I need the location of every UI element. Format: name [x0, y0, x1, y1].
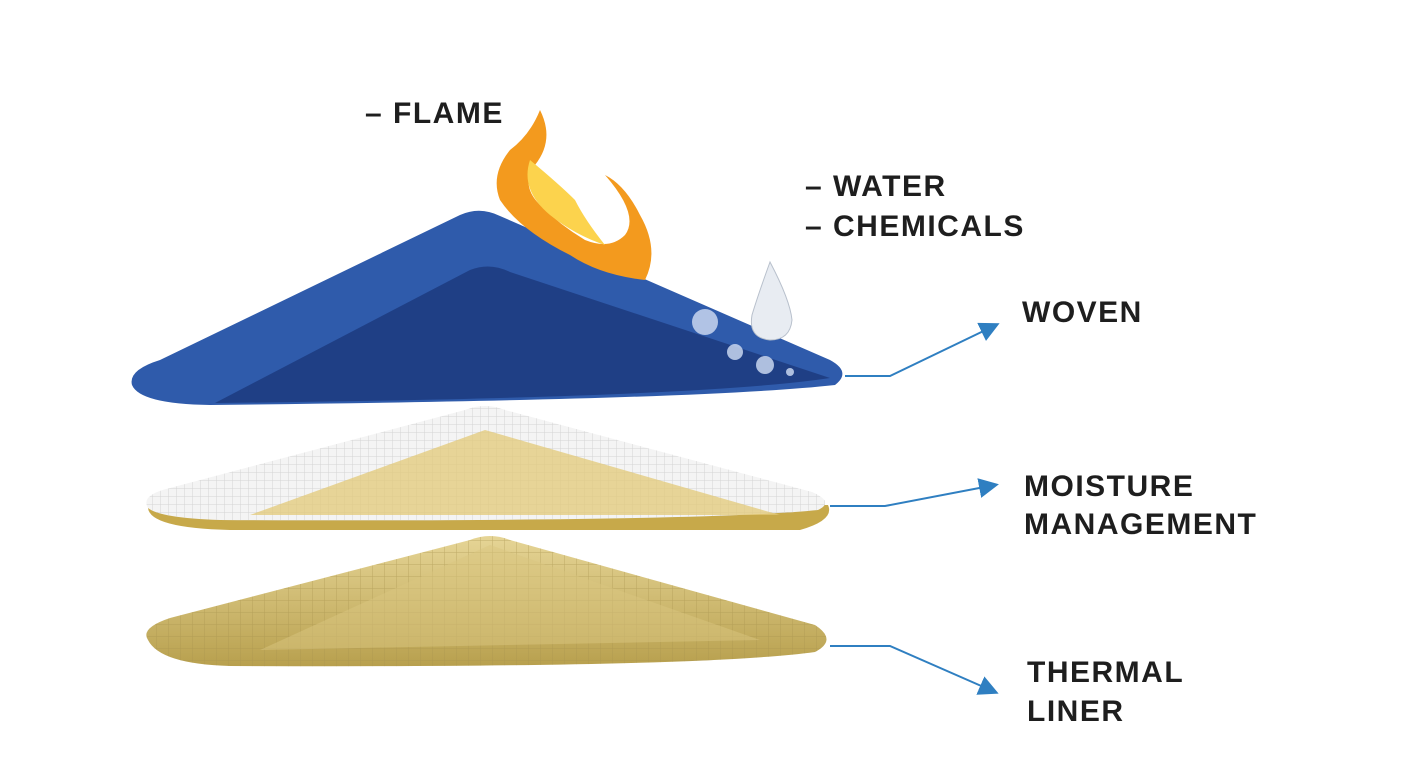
thermal-label-line1: THERMAL: [1027, 656, 1185, 689]
moisture-label-line2: MANAGEMENT: [1024, 508, 1258, 541]
chemicals-label: – CHEMICALS: [805, 210, 1025, 243]
woven-layer: [131, 210, 843, 405]
water-label: – WATER: [805, 170, 947, 203]
moisture-management-layer: [146, 406, 830, 530]
moisture-label-line1: MOISTURE: [1024, 470, 1195, 503]
woven-arrow: [845, 322, 1000, 377]
thermal-arrow: [830, 645, 999, 695]
thermal-label-line2: LINER: [1027, 695, 1125, 728]
thermal-liner-layer: [146, 536, 827, 667]
water-droplet-icon: [692, 309, 718, 335]
water-drop-icon: [750, 260, 793, 341]
flame-label: – FLAME: [365, 97, 504, 130]
flame-icon: [496, 110, 652, 280]
woven-label: WOVEN: [1022, 296, 1143, 329]
moisture-arrow: [830, 478, 999, 507]
